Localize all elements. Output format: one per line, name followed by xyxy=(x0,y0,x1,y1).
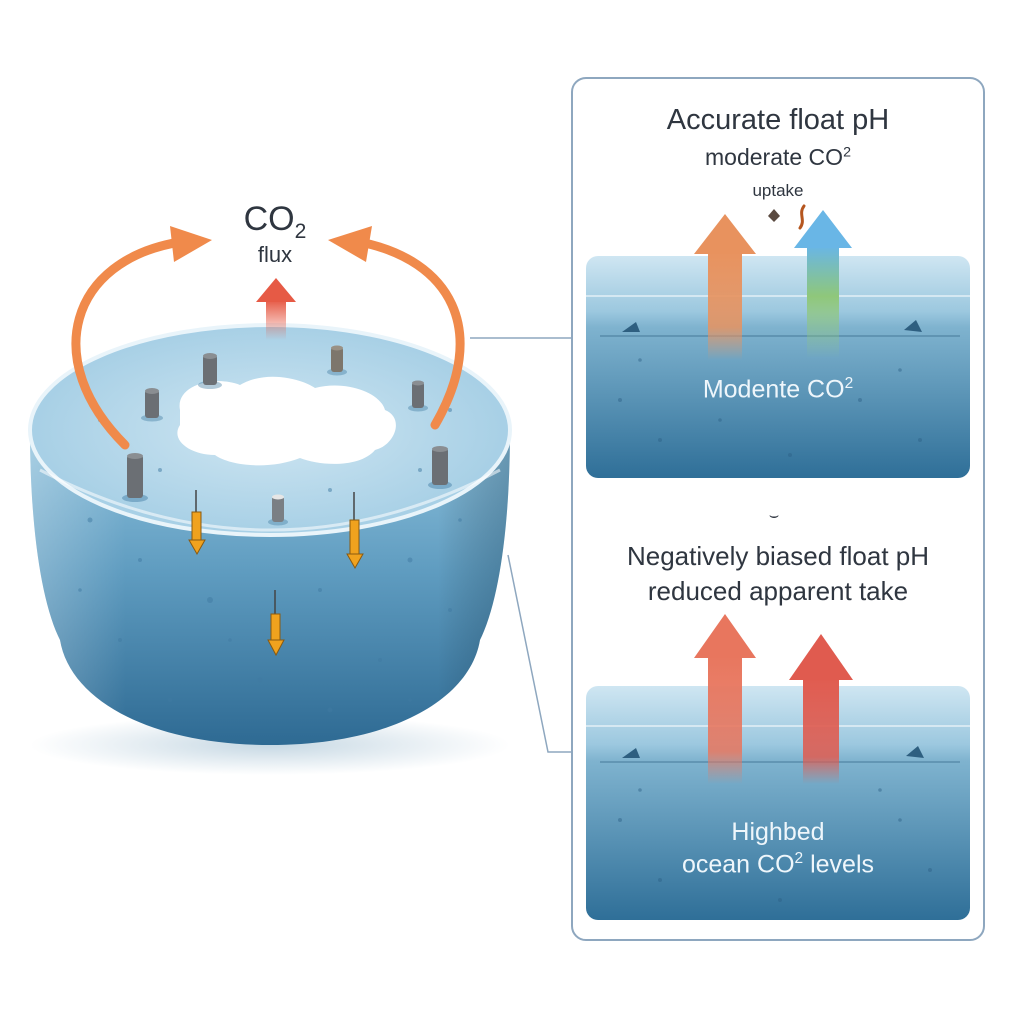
panel-bottom-arrow-right xyxy=(789,634,853,784)
panel-top-line2-text: moderate CO xyxy=(705,144,844,170)
panel-top-line2-sup: 2 xyxy=(843,144,851,161)
co2-flux-label: CO2 flux xyxy=(230,200,320,268)
panel-top-water-sup: 2 xyxy=(844,375,854,392)
panel-top-water-label: Modente CO2 xyxy=(592,375,964,404)
panel-bottom-water-line1: Highbed xyxy=(731,818,825,846)
down-arrow xyxy=(346,492,364,570)
down-arrow xyxy=(188,490,206,556)
panel-bottom-water xyxy=(586,686,970,920)
down-arrow xyxy=(267,590,285,657)
co2-subscript: 2 xyxy=(294,219,307,243)
left-curved-arrow xyxy=(71,237,185,450)
downward-arrows xyxy=(188,490,364,657)
float-probe xyxy=(327,345,347,376)
left-curved-arrow-head xyxy=(170,226,212,262)
ice-patch xyxy=(177,376,396,466)
flux-up-arrow xyxy=(256,278,296,340)
panel-top-arrow-right xyxy=(794,210,852,358)
ocean-cylinder xyxy=(28,323,512,775)
panel-top-line3: uptake xyxy=(752,181,804,200)
panel-bottom-arrow-left xyxy=(694,614,756,784)
speckles xyxy=(78,408,462,713)
separator-glyph: ⌣ xyxy=(769,507,780,524)
panel-bottom-water-tail: levels xyxy=(803,850,875,879)
flux-curved-arrows xyxy=(71,226,465,450)
panel-top-title: Accurate float pH xyxy=(666,104,890,136)
panel-bottom-water-text: ocean CO xyxy=(681,850,795,879)
float-probe xyxy=(122,453,148,502)
panel-top-arrow-left xyxy=(694,214,756,360)
right-curved-arrow xyxy=(355,237,465,430)
float-probes xyxy=(122,345,452,526)
float-probe xyxy=(268,494,288,526)
panel-top-water xyxy=(586,256,970,478)
panel-bottom-title-line2: reduced apparent take xyxy=(647,576,909,606)
right-curved-arrow-head xyxy=(328,226,372,262)
surface-front-edge xyxy=(39,468,501,532)
panel-top-particles xyxy=(768,204,806,230)
panel-bottom-water-sup: 2 xyxy=(794,850,804,867)
float-probe xyxy=(428,446,452,489)
float-probe xyxy=(141,388,163,422)
panel-top-line2: moderate CO2 xyxy=(592,144,964,171)
float-probe xyxy=(198,353,222,389)
flux-word: flux xyxy=(257,241,293,267)
panel-top-water-text: Modente CO xyxy=(702,375,845,404)
panel-bottom-title-line1: Negatively biased float pH xyxy=(626,541,930,571)
co2-main: CO xyxy=(243,200,295,238)
float-probe xyxy=(408,380,428,412)
panel-bottom-water-line2: ocean CO2 levels xyxy=(592,850,964,879)
